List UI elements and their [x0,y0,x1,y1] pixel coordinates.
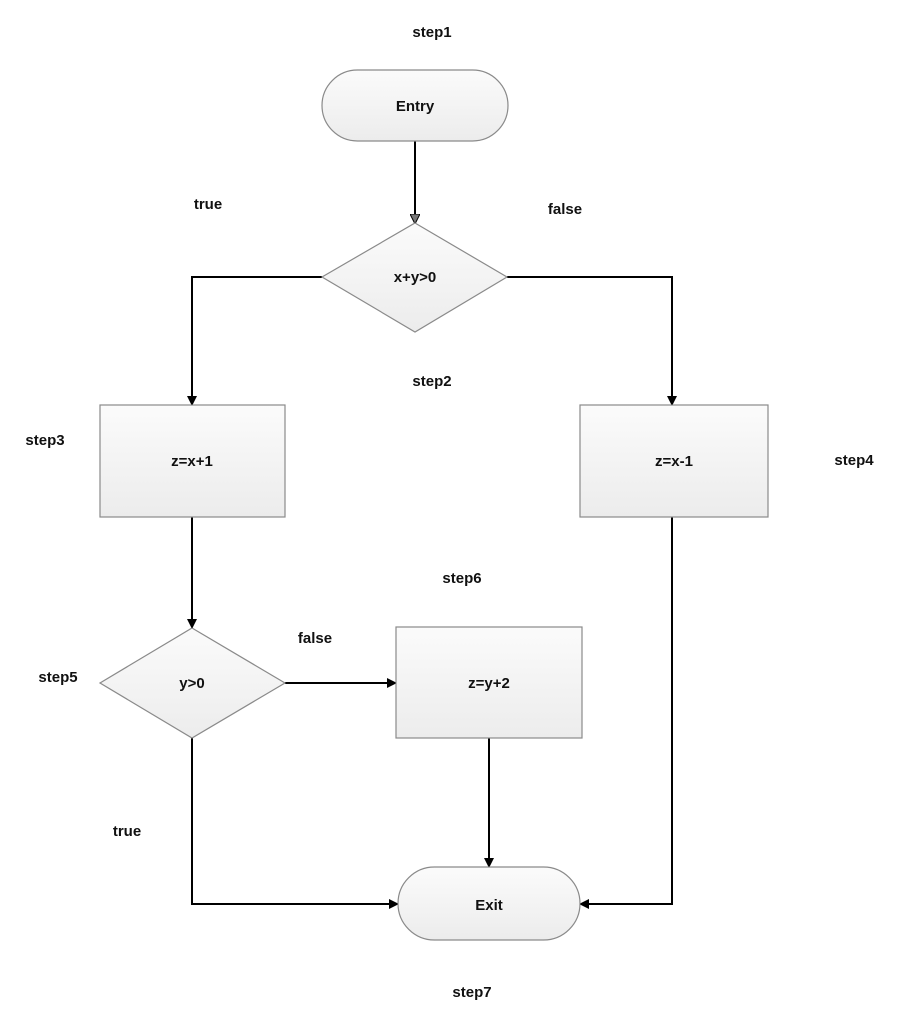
true-label-2: true [113,823,141,840]
exit-node[interactable]: Exit [397,866,581,941]
process-node-step6[interactable]: z=y+2 [395,626,583,739]
edge-step4-exit [579,517,673,909]
step1-label: step1 [412,24,451,41]
process-node-step3[interactable]: z=x+1 [99,404,286,518]
decision-1-label: x+y>0 [394,269,437,286]
edge-cond1-false [507,276,677,406]
process-node-step4[interactable]: z=x-1 [579,404,769,518]
entry-label: Entry [396,98,435,115]
entry-node[interactable]: Entry [321,69,509,142]
step4-box-label: z=x-1 [655,453,693,470]
step4-label: step4 [834,452,874,469]
step2-label: step2 [412,373,451,390]
true-label-1: true [194,196,222,213]
step3-label: step3 [25,432,64,449]
false-label-2: false [298,630,332,647]
exit-label: Exit [475,897,503,914]
step5-label: step5 [38,669,77,686]
step6-box-label: z=y+2 [468,675,510,692]
step7-label: step7 [452,984,491,1001]
decision-2-label: y>0 [179,675,204,692]
step6-label: step6 [442,570,481,587]
false-label-1: false [548,201,582,218]
step3-box-label: z=x+1 [171,453,213,470]
edge-cond2-true [191,738,399,909]
edge-cond1-true [187,276,322,406]
decision-node-1[interactable]: x+y>0 [320,222,509,333]
decision-node-2[interactable]: y>0 [98,627,287,739]
